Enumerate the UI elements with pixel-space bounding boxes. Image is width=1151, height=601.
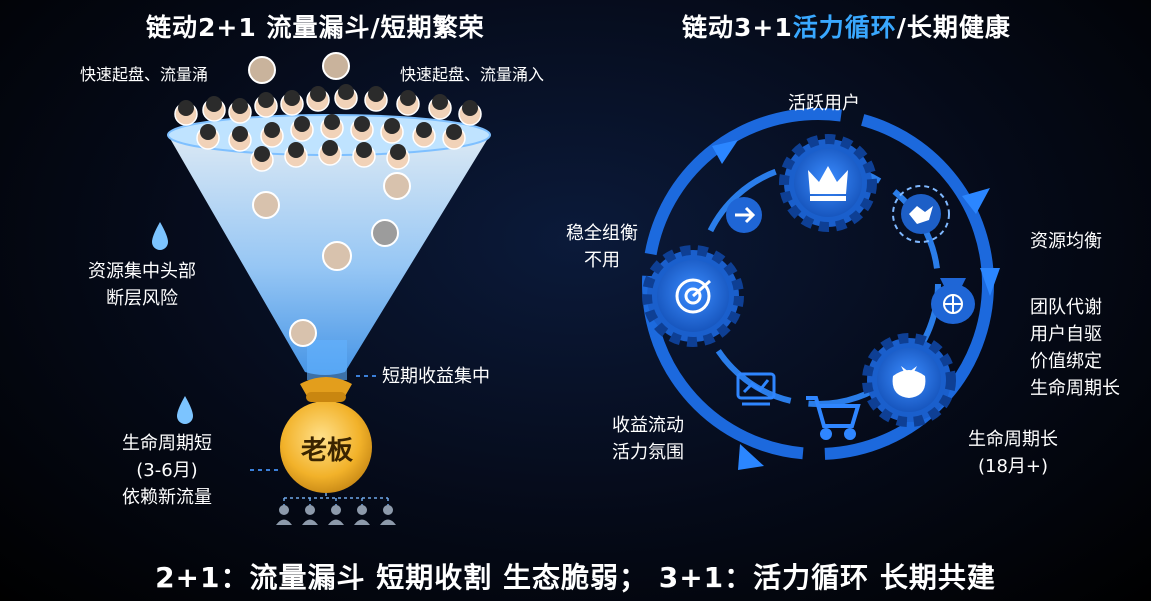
label-active-users: 活跃用户 [788,93,860,114]
water-drop-icon [152,222,193,424]
label-lifecycle-line1: 生命周期短 [122,433,212,454]
handshake-icon [892,185,950,243]
label-income-flow: 收益流动 活力氛围 [612,412,684,466]
label-team-line2: 用户自驱 [1030,324,1102,345]
cash-register-icon [736,372,776,406]
label-short-term-income: 短期收益集中 [382,366,490,387]
label-long-lifecycle: 生命周期长 (18月+) [968,426,1058,480]
cycle-arrowheads [712,140,1000,470]
label-resource-balance: 资源均衡 [1030,231,1102,252]
label-resource-line2: 断层风险 [106,288,178,309]
target-icon [675,278,711,314]
label-stable-line1: 稳全组衡 [566,223,638,244]
right-title: 链动3+1活力循环/长期健康 [682,8,1011,44]
money-bag-globe-icon [931,278,975,324]
right-title-part3: /长期健康 [896,13,1011,42]
label-short-lifecycle: 生命周期短 (3-6月) 依赖新流量 [122,430,212,511]
label-resource-line1: 资源集中头部 [88,261,196,282]
label-team-metabolism: 团队代谢 用户自驱 价值绑定 生命周期长 [1030,294,1120,402]
label-lifecycle-line3: 依赖新流量 [122,487,212,508]
right-title-part1: 链动3+1 [682,13,793,42]
bag-label: 老板 [300,436,353,466]
label-income-line1: 收益流动 [612,415,684,436]
shopping-cart-icon [806,396,861,440]
label-long-line1: 生命周期长 [968,429,1058,450]
left-title: 链动2+1 流量漏斗/短期繁荣 [146,13,485,42]
label-top-right: 快速起盘、流量涌入 [400,65,545,84]
bottom-summary: 2+1：流量漏斗 短期收割 生态脆弱； 3+1：活力循环 长期共建 [155,561,996,594]
label-stable-line2: 不用 [584,250,620,271]
label-top-left: 快速起盘、流量涌 [80,65,209,84]
falling-avatars [252,172,411,347]
connector-lines [250,375,376,471]
label-team-line1: 团队代谢 [1030,297,1102,318]
label-lifecycle-line2: (3-6月) [136,460,198,481]
label-income-line2: 活力氛围 [612,442,684,463]
arrow-right-icon [726,197,762,233]
money-bag-icon [280,377,372,493]
label-stable-balance: 稳全组衡 不用 [566,220,638,274]
label-team-line3: 价值绑定 [1030,351,1102,372]
right-title-highlight: 活力循环 [792,13,897,42]
label-resource-concentration: 资源集中头部 断层风险 [88,258,196,312]
label-long-line2: (18月+) [977,456,1049,477]
people-tree [276,493,396,525]
label-team-line4: 生命周期长 [1030,378,1120,399]
gift-bag-icon [892,366,926,398]
crown-icon [808,166,848,201]
crowd [174,52,482,172]
